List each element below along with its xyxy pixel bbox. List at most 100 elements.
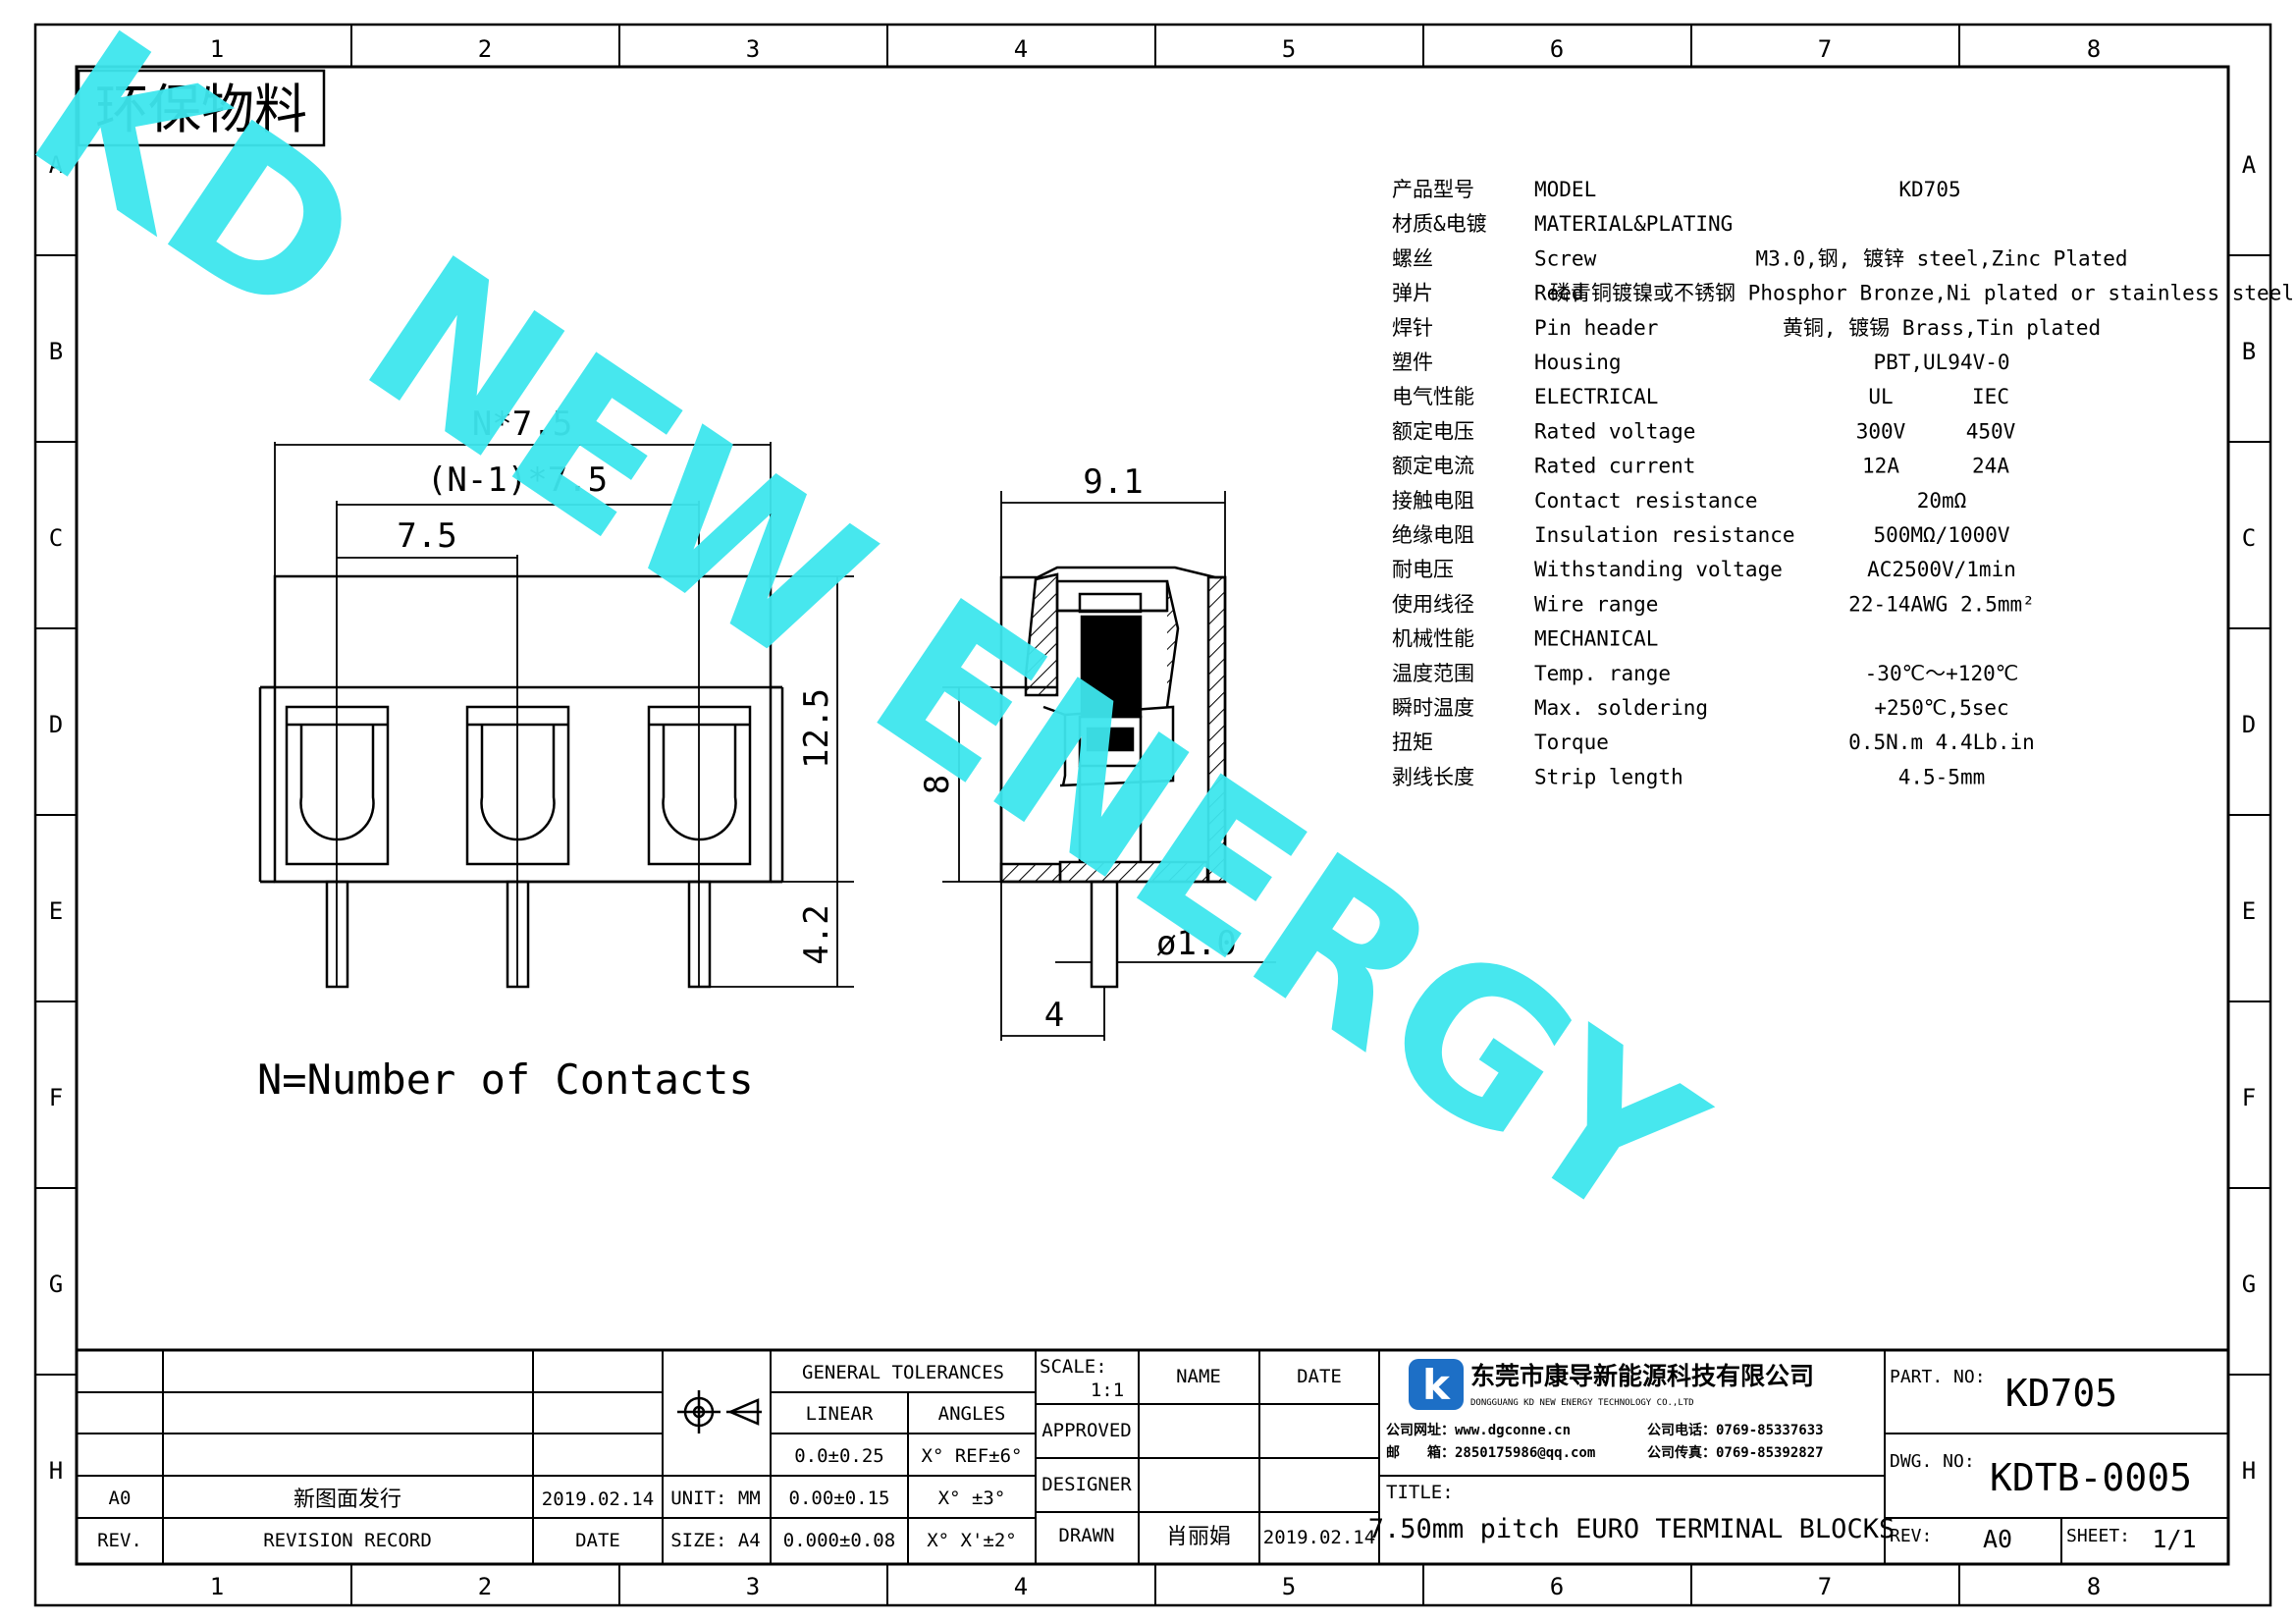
dim-width: 9.1 — [1083, 462, 1143, 502]
title-block-grid — [77, 1348, 2228, 1564]
zone-col-bottom: 1 — [210, 1573, 224, 1600]
angle-tolerance: X° ±3° — [938, 1488, 1006, 1509]
zone-row-left: D — [49, 711, 63, 738]
spec-value: 磷青铜镀镍或不锈钢 Phosphor Bronze,Ni plated or s… — [1550, 282, 2294, 305]
spec-label-cn: 使用线径 — [1392, 592, 1474, 616]
spec-label-cn: 焊针 — [1392, 316, 1433, 340]
spec-label-en: Contact resistance — [1534, 489, 1758, 513]
zone-labels: 1 2 3 4 5 6 7 8 1 2 3 4 5 6 7 8 A B C D … — [49, 35, 2257, 1600]
eco-material-stamp: 环保物料 — [77, 69, 326, 147]
stamp-text: 环保物料 — [95, 79, 307, 140]
drawing-title: 7.50mm pitch EURO TERMINAL BLOCKS — [1368, 1514, 1895, 1544]
spec-label-cn: 螺丝 — [1392, 246, 1433, 270]
zone-row-right: F — [2242, 1084, 2256, 1111]
spec-value: 12A — [1862, 455, 1899, 478]
zone-col-top: 8 — [2087, 35, 2101, 63]
date-label: DATE — [1297, 1366, 1342, 1387]
spec-label-cn: 剥线长度 — [1392, 765, 1474, 788]
dwg-no-label: DWG. NO: — [1890, 1451, 1975, 1472]
zone-row-left: C — [49, 524, 63, 552]
spec-value: 4.5-5mm — [1898, 765, 1986, 788]
spec-value: M3.0,钢, 镀锌 steel,Zinc Plated — [1755, 246, 2127, 270]
spec-label-en: Wire range — [1534, 592, 1658, 616]
linear-tolerance: 0.0±0.25 — [794, 1445, 884, 1467]
spec-label-en: MODEL — [1534, 178, 1596, 201]
zone-row-left: F — [49, 1084, 63, 1111]
title-label: TITLE: — [1386, 1482, 1454, 1503]
zone-row-left: H — [49, 1457, 63, 1485]
rev-header: REV. — [97, 1530, 142, 1551]
zone-row-right: B — [2242, 338, 2256, 365]
company-website: 公司网址：www.dgconne.cn — [1386, 1422, 1571, 1438]
dim-pitch: 7.5 — [397, 516, 456, 556]
side-view-dim-text: 9.1 8 ø1.0 4 — [918, 462, 1237, 1035]
spec-label-en: Max. soldering — [1534, 696, 1708, 720]
dim-overall: N*7.5 — [472, 405, 572, 444]
sheet-label: SHEET: — [2066, 1526, 2130, 1546]
spec-value: 24A — [1972, 455, 2009, 478]
dwg-no-value: KDTB-0005 — [1990, 1456, 2192, 1499]
spec-value: 黄铜, 镀锡 Brass,Tin plated — [1783, 316, 2101, 340]
spec-label-cn: 塑件 — [1392, 351, 1433, 374]
zone-col-top: 3 — [746, 35, 760, 63]
zone-row-right: E — [2242, 897, 2256, 925]
revision-record: 新图面发行 — [294, 1488, 401, 1512]
company-phone: 公司电话：0769-85337633 — [1647, 1422, 1824, 1438]
spec-label-cn: 额定电流 — [1392, 455, 1474, 478]
zone-col-bottom: 5 — [1282, 1573, 1296, 1600]
zone-row-left: E — [49, 897, 63, 925]
rev-value: A0 — [1983, 1525, 2012, 1553]
spec-label-en: MECHANICAL — [1534, 627, 1658, 651]
rev-a0: A0 — [109, 1488, 132, 1509]
zone-col-top: 6 — [1550, 35, 1564, 63]
spec-label-cn: 电气性能 — [1392, 385, 1474, 408]
dim-pin-diameter: ø1.0 — [1156, 924, 1237, 963]
spec-label-en: MATERIAL&PLATING — [1534, 212, 1733, 236]
company-name-en: DONGGUANG KD NEW ENERGY TECHNOLOGY CO.,L… — [1470, 1398, 1694, 1408]
linear-tolerance: 0.00±0.15 — [789, 1488, 890, 1509]
spec-label-en: Rated current — [1534, 455, 1695, 478]
part-no-value: KD705 — [2005, 1372, 2117, 1415]
side-view-dimensions — [942, 491, 1276, 1041]
spec-label-en: Insulation resistance — [1534, 523, 1795, 547]
drawn-label: DRAWN — [1058, 1525, 1114, 1546]
zone-col-bottom: 2 — [478, 1573, 492, 1600]
zone-row-right: D — [2242, 711, 2256, 738]
spec-value: 20mΩ — [1917, 489, 1967, 513]
spec-label-cn: 额定电压 — [1392, 419, 1474, 443]
zone-col-top: 2 — [478, 35, 492, 63]
spec-label-en: Strip length — [1534, 765, 1683, 788]
spec-label-en: Pin header — [1534, 316, 1658, 340]
spec-label-cn: 机械性能 — [1392, 627, 1474, 651]
approved-label: APPROVED — [1041, 1420, 1132, 1441]
spec-value: 450V — [1966, 419, 2016, 443]
spec-label-cn: 绝缘电阻 — [1392, 523, 1474, 547]
zone-col-top: 4 — [1014, 35, 1028, 63]
zone-col-bottom: 3 — [746, 1573, 760, 1600]
rev-label: REV: — [1890, 1526, 1932, 1546]
spec-label-cn: 瞬时温度 — [1392, 696, 1474, 720]
revision-date: 2019.02.14 — [542, 1488, 654, 1510]
spec-label-en: Torque — [1534, 730, 1609, 754]
spec-label-en: Rated voltage — [1534, 419, 1695, 443]
spec-label-en: Screw — [1534, 246, 1597, 270]
spec-value: 300V — [1856, 419, 1906, 443]
spec-label-cn: 耐电压 — [1392, 558, 1454, 581]
sheet-value: 1/1 — [2152, 1525, 2196, 1553]
spec-label-cn: 弹片 — [1392, 282, 1433, 305]
spec-value: 500MΩ/1000V — [1873, 523, 2009, 547]
spec-value: IEC — [1972, 385, 2009, 408]
dim-pin-length: 4.2 — [797, 904, 836, 964]
company-logo-icon: k — [1409, 1359, 1464, 1410]
spec-value: +250℃,5sec — [1874, 696, 2008, 720]
zone-row-left: B — [49, 338, 63, 365]
spec-label-cn: 扭矩 — [1392, 730, 1433, 754]
zone-col-top: 7 — [1818, 35, 1832, 63]
angles-label: ANGLES — [938, 1403, 1006, 1425]
unit-label: UNIT: MM — [670, 1488, 761, 1509]
spec-label-en: ELECTRICAL — [1534, 385, 1658, 408]
spec-label-cn: 接触电阻 — [1392, 489, 1474, 513]
spec-label-cn: 温度范围 — [1392, 662, 1474, 685]
